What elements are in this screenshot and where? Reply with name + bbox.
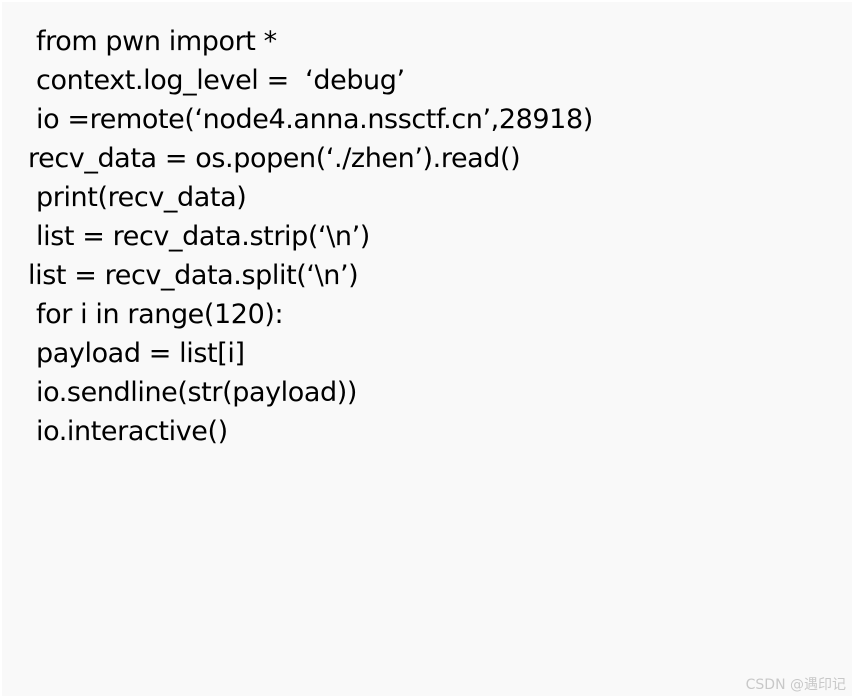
watermark: CSDN @遇印记 xyxy=(745,677,846,693)
code-line-2: context.log_level = ‘debug’ xyxy=(36,65,405,96)
code-line-9: payload = list[i] xyxy=(36,338,245,369)
code-line-4: recv_data = os.popen(‘./zhen’).read() xyxy=(28,143,521,174)
code-line-11: io.interactive() xyxy=(36,416,228,447)
code-line-1: from pwn import * xyxy=(36,26,277,57)
code-line-5: print(recv_data) xyxy=(36,182,247,213)
code-line-7: list = recv_data.split(‘\n’) xyxy=(28,260,359,291)
code-line-3: io =remote(‘node4.anna.nssctf.cn’,28918) xyxy=(36,104,593,135)
code-line-8: for i in range(120): xyxy=(36,299,284,330)
code-line-10: io.sendline(str(payload)) xyxy=(36,377,358,408)
code-line-6: list = recv_data.strip(‘\n’) xyxy=(36,221,370,252)
